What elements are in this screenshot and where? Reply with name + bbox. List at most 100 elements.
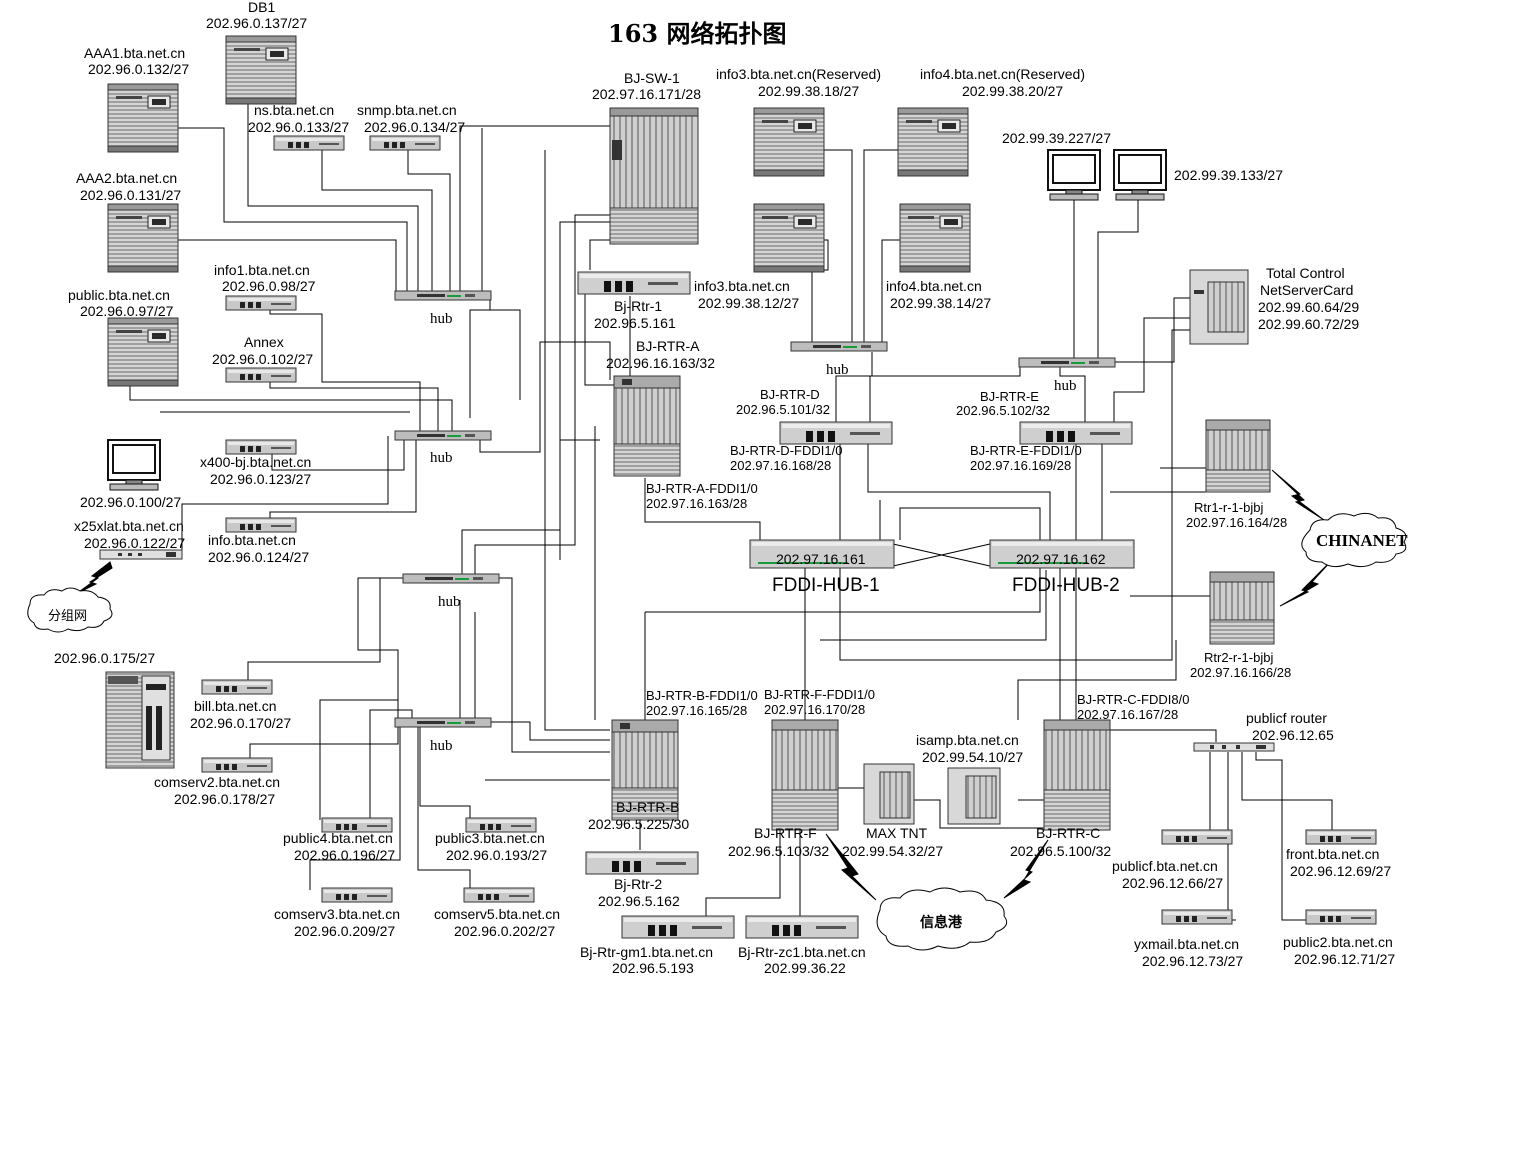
label-comserv3-name: comserv3.bta.net.cn — [274, 906, 400, 922]
router-rtr2-r-1-bjbj — [1209, 571, 1275, 645]
label-db1-name: DB1 — [248, 0, 275, 15]
label-rtrc-name: BJ-RTR-C — [1036, 825, 1100, 841]
label-public-name: public.bta.net.cn — [68, 287, 170, 303]
label-rtrf-ip: 202.96.5.103/32 — [728, 843, 829, 859]
label-publicfrouter-ip: 202.96.12.65 — [1252, 727, 1334, 743]
server-info3 — [753, 203, 825, 273]
label-x400-ip: 202.96.0.123/27 — [210, 471, 311, 487]
label-pc133-ip: 202.99.39.133/27 — [1174, 167, 1283, 183]
device-ns — [273, 135, 345, 151]
label-bjrtr2-name: Bj-Rtr-2 — [614, 876, 662, 892]
device-comserv2 — [201, 757, 273, 773]
workstation-202-99-39-133 — [1113, 149, 1167, 201]
lightning-icon-xinxigang-2 — [1003, 839, 1049, 899]
label-public3-ip: 202.96.0.193/27 — [446, 847, 547, 863]
label-rtrd-fddi: BJ-RTR-D-FDDI1/0 — [730, 443, 842, 458]
server-info4 — [899, 203, 971, 273]
label-tcc-ip1: 202.99.60.64/29 — [1258, 299, 1359, 315]
label-bjrtr1-ip: 202.96.5.161 — [594, 315, 676, 331]
label-info4r-ip: 202.99.38.20/27 — [962, 83, 1063, 99]
label-tower-ip: 202.96.0.175/27 — [54, 650, 155, 666]
chinanet-cloud: CHINANET — [1301, 512, 1408, 568]
label-info3r-ip: 202.99.38.18/27 — [758, 83, 859, 99]
device-isamp — [947, 767, 1001, 825]
router-bj-rtr-1 — [577, 271, 691, 295]
label-comserv3-ip: 202.96.0.209/27 — [294, 923, 395, 939]
label-info1-name: info1.bta.net.cn — [214, 262, 310, 278]
label-public2-name: public2.bta.net.cn — [1283, 934, 1393, 950]
label-comserv2-name: comserv2.bta.net.cn — [154, 774, 280, 790]
hub-2 — [394, 430, 492, 441]
hub-1 — [394, 290, 492, 301]
device-snmp — [369, 135, 441, 151]
cloud-label-packet: 分组网 — [48, 609, 87, 624]
labels: DB1 202.96.0.137/27 AAA1.bta.net.cn 202.… — [54, 0, 1395, 976]
device-annex — [225, 367, 297, 383]
workstation-202-99-39-227 — [1047, 149, 1101, 201]
label-rtrc-fddi-ip: 202.97.16.167/28 — [1077, 707, 1178, 722]
label-infobta-name: info.bta.net.cn — [208, 532, 296, 548]
label-gm1-name: Bj-Rtr-gm1.bta.net.cn — [580, 944, 713, 960]
label-rtrb-name: BJ-RTR-B — [616, 799, 680, 815]
fddi-hub-1 — [749, 539, 895, 569]
label-rtre-fddi-ip: 202.97.16.169/28 — [970, 458, 1071, 473]
lightning-icon-xinxigang-1 — [825, 833, 877, 901]
hub-4 — [394, 717, 492, 728]
wiring — [129, 102, 1333, 921]
label-hub1-ip: 202.97.16.161 — [776, 551, 866, 567]
label-snmp-ip: 202.96.0.134/27 — [364, 119, 465, 135]
router-bj-rtr-gm1 — [621, 915, 735, 939]
label-rtra-fddi: BJ-RTR-A-FDDI1/0 — [646, 481, 758, 496]
hub-3 — [402, 573, 500, 584]
label-hub2-ip: 202.97.16.162 — [1016, 551, 1106, 567]
label-hub1-name: FDDI-HUB-1 — [772, 575, 880, 596]
label-aaa2-ip: 202.96.0.131/27 — [80, 187, 181, 203]
label-info3r-name: info3.bta.net.cn(Reserved) — [716, 66, 881, 82]
label-rtrf-fddi-ip: 202.97.16.170/28 — [764, 702, 865, 717]
label-info4r-name: info4.bta.net.cn(Reserved) — [920, 66, 1085, 82]
label-rtr1-name: Rtr1-r-1-bjbj — [1194, 500, 1263, 515]
lightning-icon-packet — [75, 561, 113, 595]
server-public — [107, 317, 179, 387]
device-yxmail — [1161, 909, 1233, 925]
label-rtr2-ip: 202.97.16.166/28 — [1190, 665, 1291, 680]
label-isamp-name: isamp.bta.net.cn — [916, 732, 1019, 748]
xinxigang-cloud: 信息港 — [876, 887, 1008, 951]
device-bill — [201, 679, 273, 695]
diagram-title: 163 网络拓扑图 — [608, 19, 786, 48]
device-x400 — [225, 439, 297, 455]
label-front-ip: 202.96.12.69/27 — [1290, 863, 1391, 879]
label-public-ip: 202.96.0.97/27 — [80, 303, 174, 319]
router-publicf — [1193, 742, 1275, 752]
label-aaa1-ip: 202.96.0.132/27 — [88, 61, 189, 77]
label-rtre-name: BJ-RTR-E — [980, 389, 1039, 404]
label-rtr2-name: Rtr2-r-1-bjbj — [1204, 650, 1273, 665]
label-x25-ip: 202.96.0.122/27 — [84, 535, 185, 551]
label-aaa2-name: AAA2.bta.net.cn — [76, 170, 177, 186]
label-rtre-ip: 202.96.5.102/32 — [956, 403, 1050, 418]
label-snmp-name: snmp.bta.net.cn — [357, 102, 457, 118]
label-hub-4: hub — [430, 738, 453, 754]
label-annex-name: Annex — [244, 334, 284, 350]
router-rtr1-r-1-bjbj — [1205, 419, 1271, 493]
label-rtrf-name: BJ-RTR-F — [754, 825, 817, 841]
label-x400-name: x400-bj.bta.net.cn — [200, 454, 311, 470]
cloud-label-chinanet: CHINANET — [1316, 531, 1408, 550]
label-db1-ip: 202.96.0.137/27 — [206, 15, 307, 31]
label-info3-name: info3.bta.net.cn — [694, 278, 790, 294]
label-comserv5-name: comserv5.bta.net.cn — [434, 906, 560, 922]
label-public3-name: public3.bta.net.cn — [435, 830, 545, 846]
label-rtrd-ip: 202.96.5.101/32 — [736, 402, 830, 417]
label-public2-ip: 202.96.12.71/27 — [1294, 951, 1395, 967]
label-maxtnt-ip: 202.99.54.32/27 — [842, 843, 943, 859]
label-hub-1: hub — [430, 311, 453, 327]
label-gm1-ip: 202.96.5.193 — [612, 960, 694, 976]
label-x25-name: x25xlat.bta.net.cn — [74, 518, 184, 534]
label-yxmail-ip: 202.96.12.73/27 — [1142, 953, 1243, 969]
label-rtra-fddi-ip: 202.97.16.163/28 — [646, 496, 747, 511]
label-isamp-ip: 202.99.54.10/27 — [922, 749, 1023, 765]
label-ns-name: ns.bta.net.cn — [254, 102, 334, 118]
device-info1 — [225, 295, 297, 311]
device-publicf — [1161, 829, 1233, 845]
